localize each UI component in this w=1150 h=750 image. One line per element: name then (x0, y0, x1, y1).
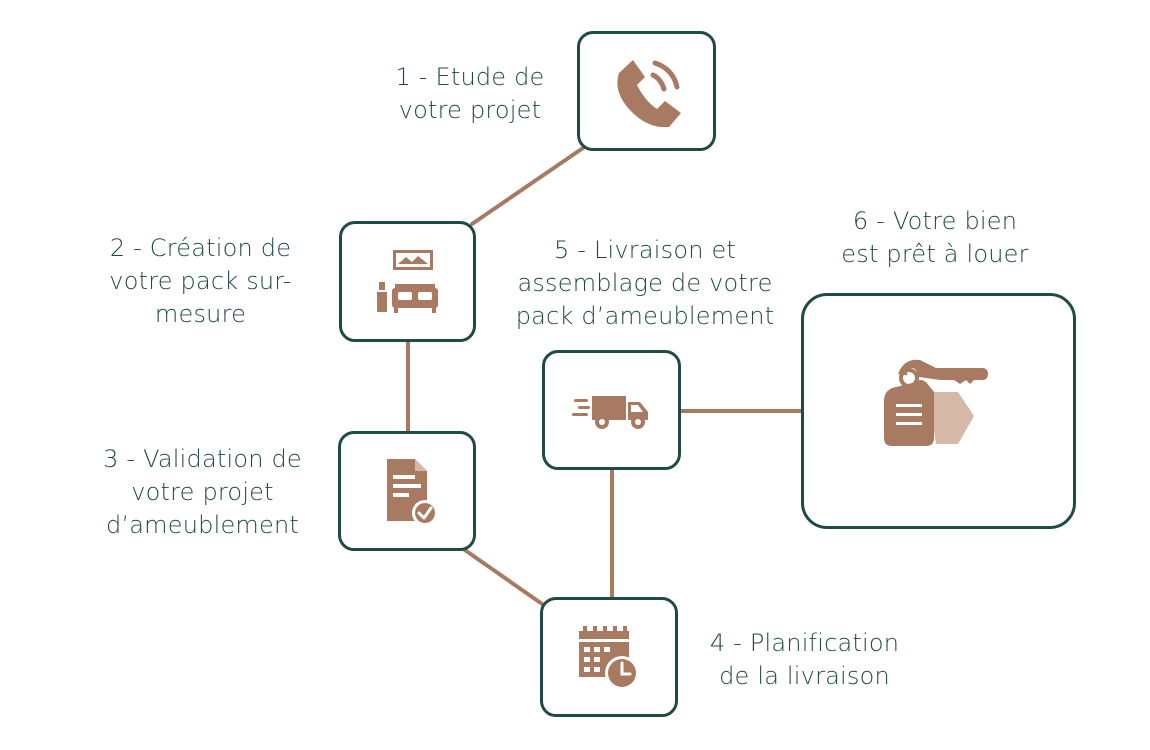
step-4-label: 4 - Planification de la livraison (692, 627, 917, 693)
calendar-clock-icon (579, 626, 639, 690)
connector-3-4 (460, 546, 547, 608)
step-4-box (540, 597, 678, 717)
step-3-label-line-3: d’ameublement (106, 511, 299, 539)
document-check-icon (387, 459, 438, 526)
step-2-label-line-3: mesure (154, 300, 247, 328)
step-5-label-line-1: 5 - Livraison et (553, 236, 737, 264)
step-2-label-line-2: votre pack sur- (109, 267, 292, 295)
step-5-box (542, 350, 681, 470)
step-2-label: 2 - Création de votre pack sur- mesure (88, 232, 313, 331)
step-2-box (339, 221, 476, 342)
step-6-label-line-1: 6 - Votre bien (852, 207, 1018, 235)
step-6-box (801, 293, 1076, 529)
step-1-label-line-1: 1 - Etude de (395, 63, 545, 91)
step-3-box (338, 431, 476, 551)
living-room-icon (376, 249, 438, 313)
step-5-label: 5 - Livraison et assemblage de votre pac… (495, 234, 795, 333)
step-4-label-line-1: 4 - Planification (709, 629, 900, 657)
connector-1-2 (470, 146, 585, 226)
step-3-label-line-2: votre projet (131, 478, 274, 506)
step-6-label: 6 - Votre bien est prêt à louer (820, 205, 1050, 271)
step-3-label-line-1: 3 - Validation de (103, 445, 302, 473)
step-1-label-line-2: votre projet (398, 96, 542, 124)
step-3-label: 3 - Validation de votre projet d’ameuble… (80, 443, 325, 542)
delivery-truck-icon (571, 396, 648, 429)
step-5-label-line-2: assemblage de votre (517, 269, 773, 297)
phone-icon (616, 60, 681, 128)
step-1-label: 1 - Etude de votre projet (360, 61, 580, 127)
step-4-label-line-2: de la livraison (719, 662, 890, 690)
step-1-box (577, 31, 716, 151)
step-6-label-line-2: est prêt à louer (841, 240, 1029, 268)
step-2-label-line-1: 2 - Création de (109, 234, 292, 262)
step-5-label-line-3: pack d’ameublement (515, 302, 775, 330)
key-tag-icon (883, 359, 988, 446)
